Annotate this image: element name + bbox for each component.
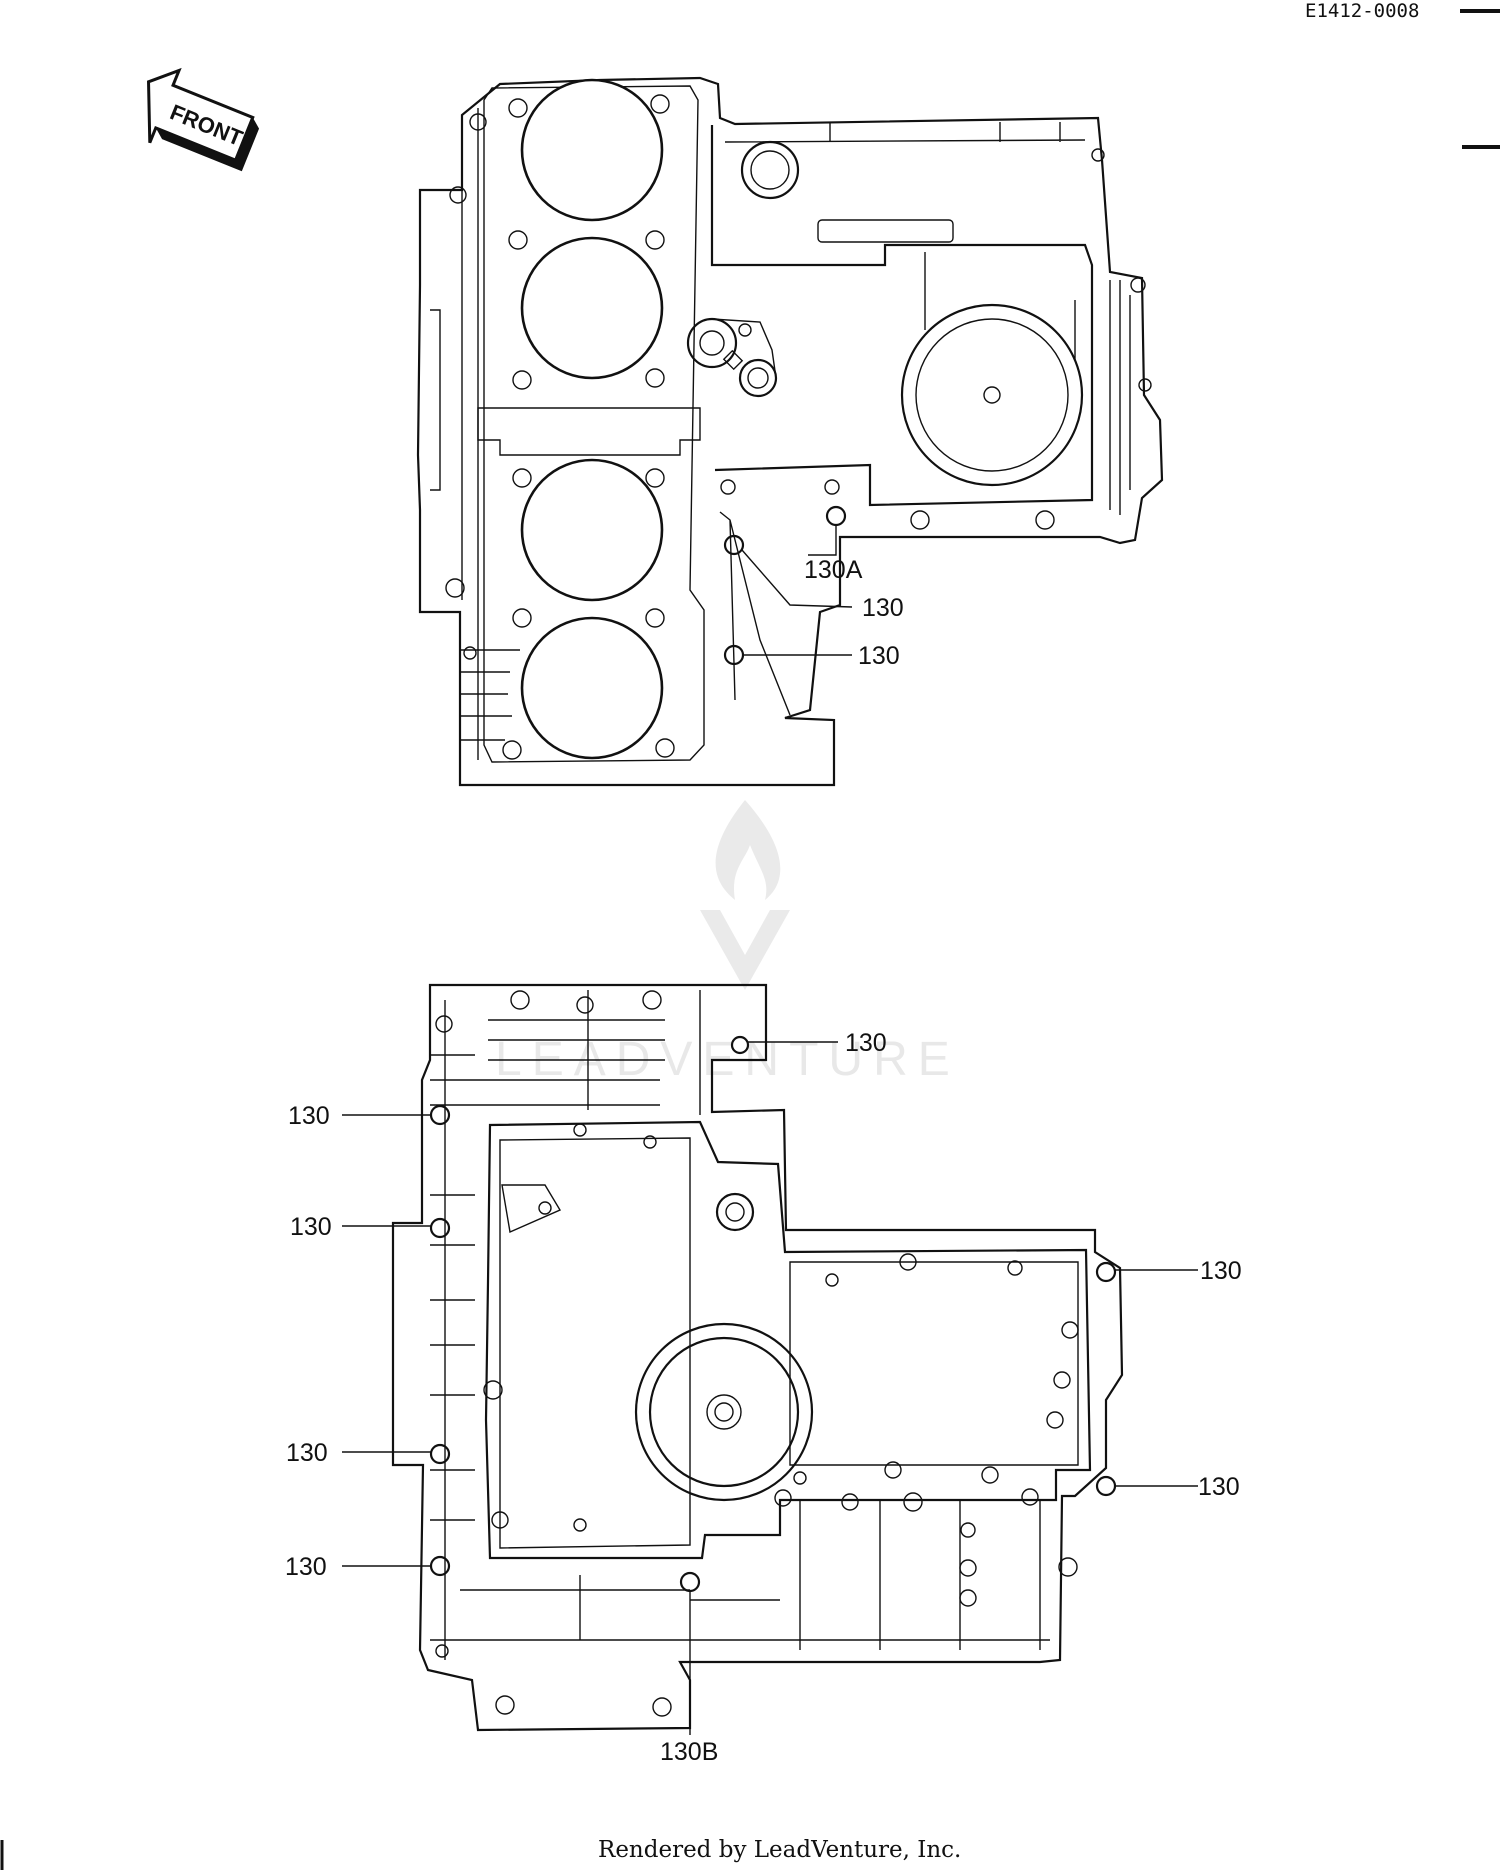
bolt-130a	[825, 505, 847, 527]
bolt-130b	[679, 1571, 701, 1593]
callout-130b: 130B	[660, 1738, 718, 1766]
bolt-130-lower-left2	[429, 1217, 451, 1239]
footer-credit: Rendered by LeadVenture, Inc.	[598, 1837, 961, 1863]
front-arrow-icon: FRONT	[147, 67, 260, 172]
leadventure-watermark: LEADVENTURE	[495, 800, 950, 1086]
bolt-130-lower-top	[730, 1035, 750, 1055]
callout-130-lower-right2: 130	[1198, 1473, 1240, 1501]
callout-130-upper-2: 130	[858, 642, 900, 670]
bolt-130-lower-right1	[1095, 1261, 1117, 1283]
bolt-130-lower-right2	[1095, 1475, 1117, 1497]
lower-crankcase	[342, 983, 1198, 1735]
diagram-code: E1412-0008	[1305, 0, 1419, 22]
callout-130-lower-top: 130	[845, 1029, 887, 1057]
bolt-130-lower-left1	[429, 1104, 451, 1126]
callout-130-lower-left1: 130	[288, 1102, 330, 1130]
bolt-130-lower-left3	[429, 1443, 451, 1465]
bolt-130-lower-left4	[429, 1555, 451, 1577]
callout-130-upper-1: 130	[862, 594, 904, 622]
bolt-130-upper-a	[723, 534, 745, 556]
callout-130-lower-left3: 130	[286, 1439, 328, 1467]
callout-130-lower-left4: 130	[285, 1553, 327, 1581]
callout-130-lower-left2: 130	[290, 1213, 332, 1241]
callout-130a: 130A	[804, 556, 863, 584]
upper-crankcase	[416, 76, 1164, 787]
callout-130-lower-right1: 130	[1200, 1257, 1242, 1285]
